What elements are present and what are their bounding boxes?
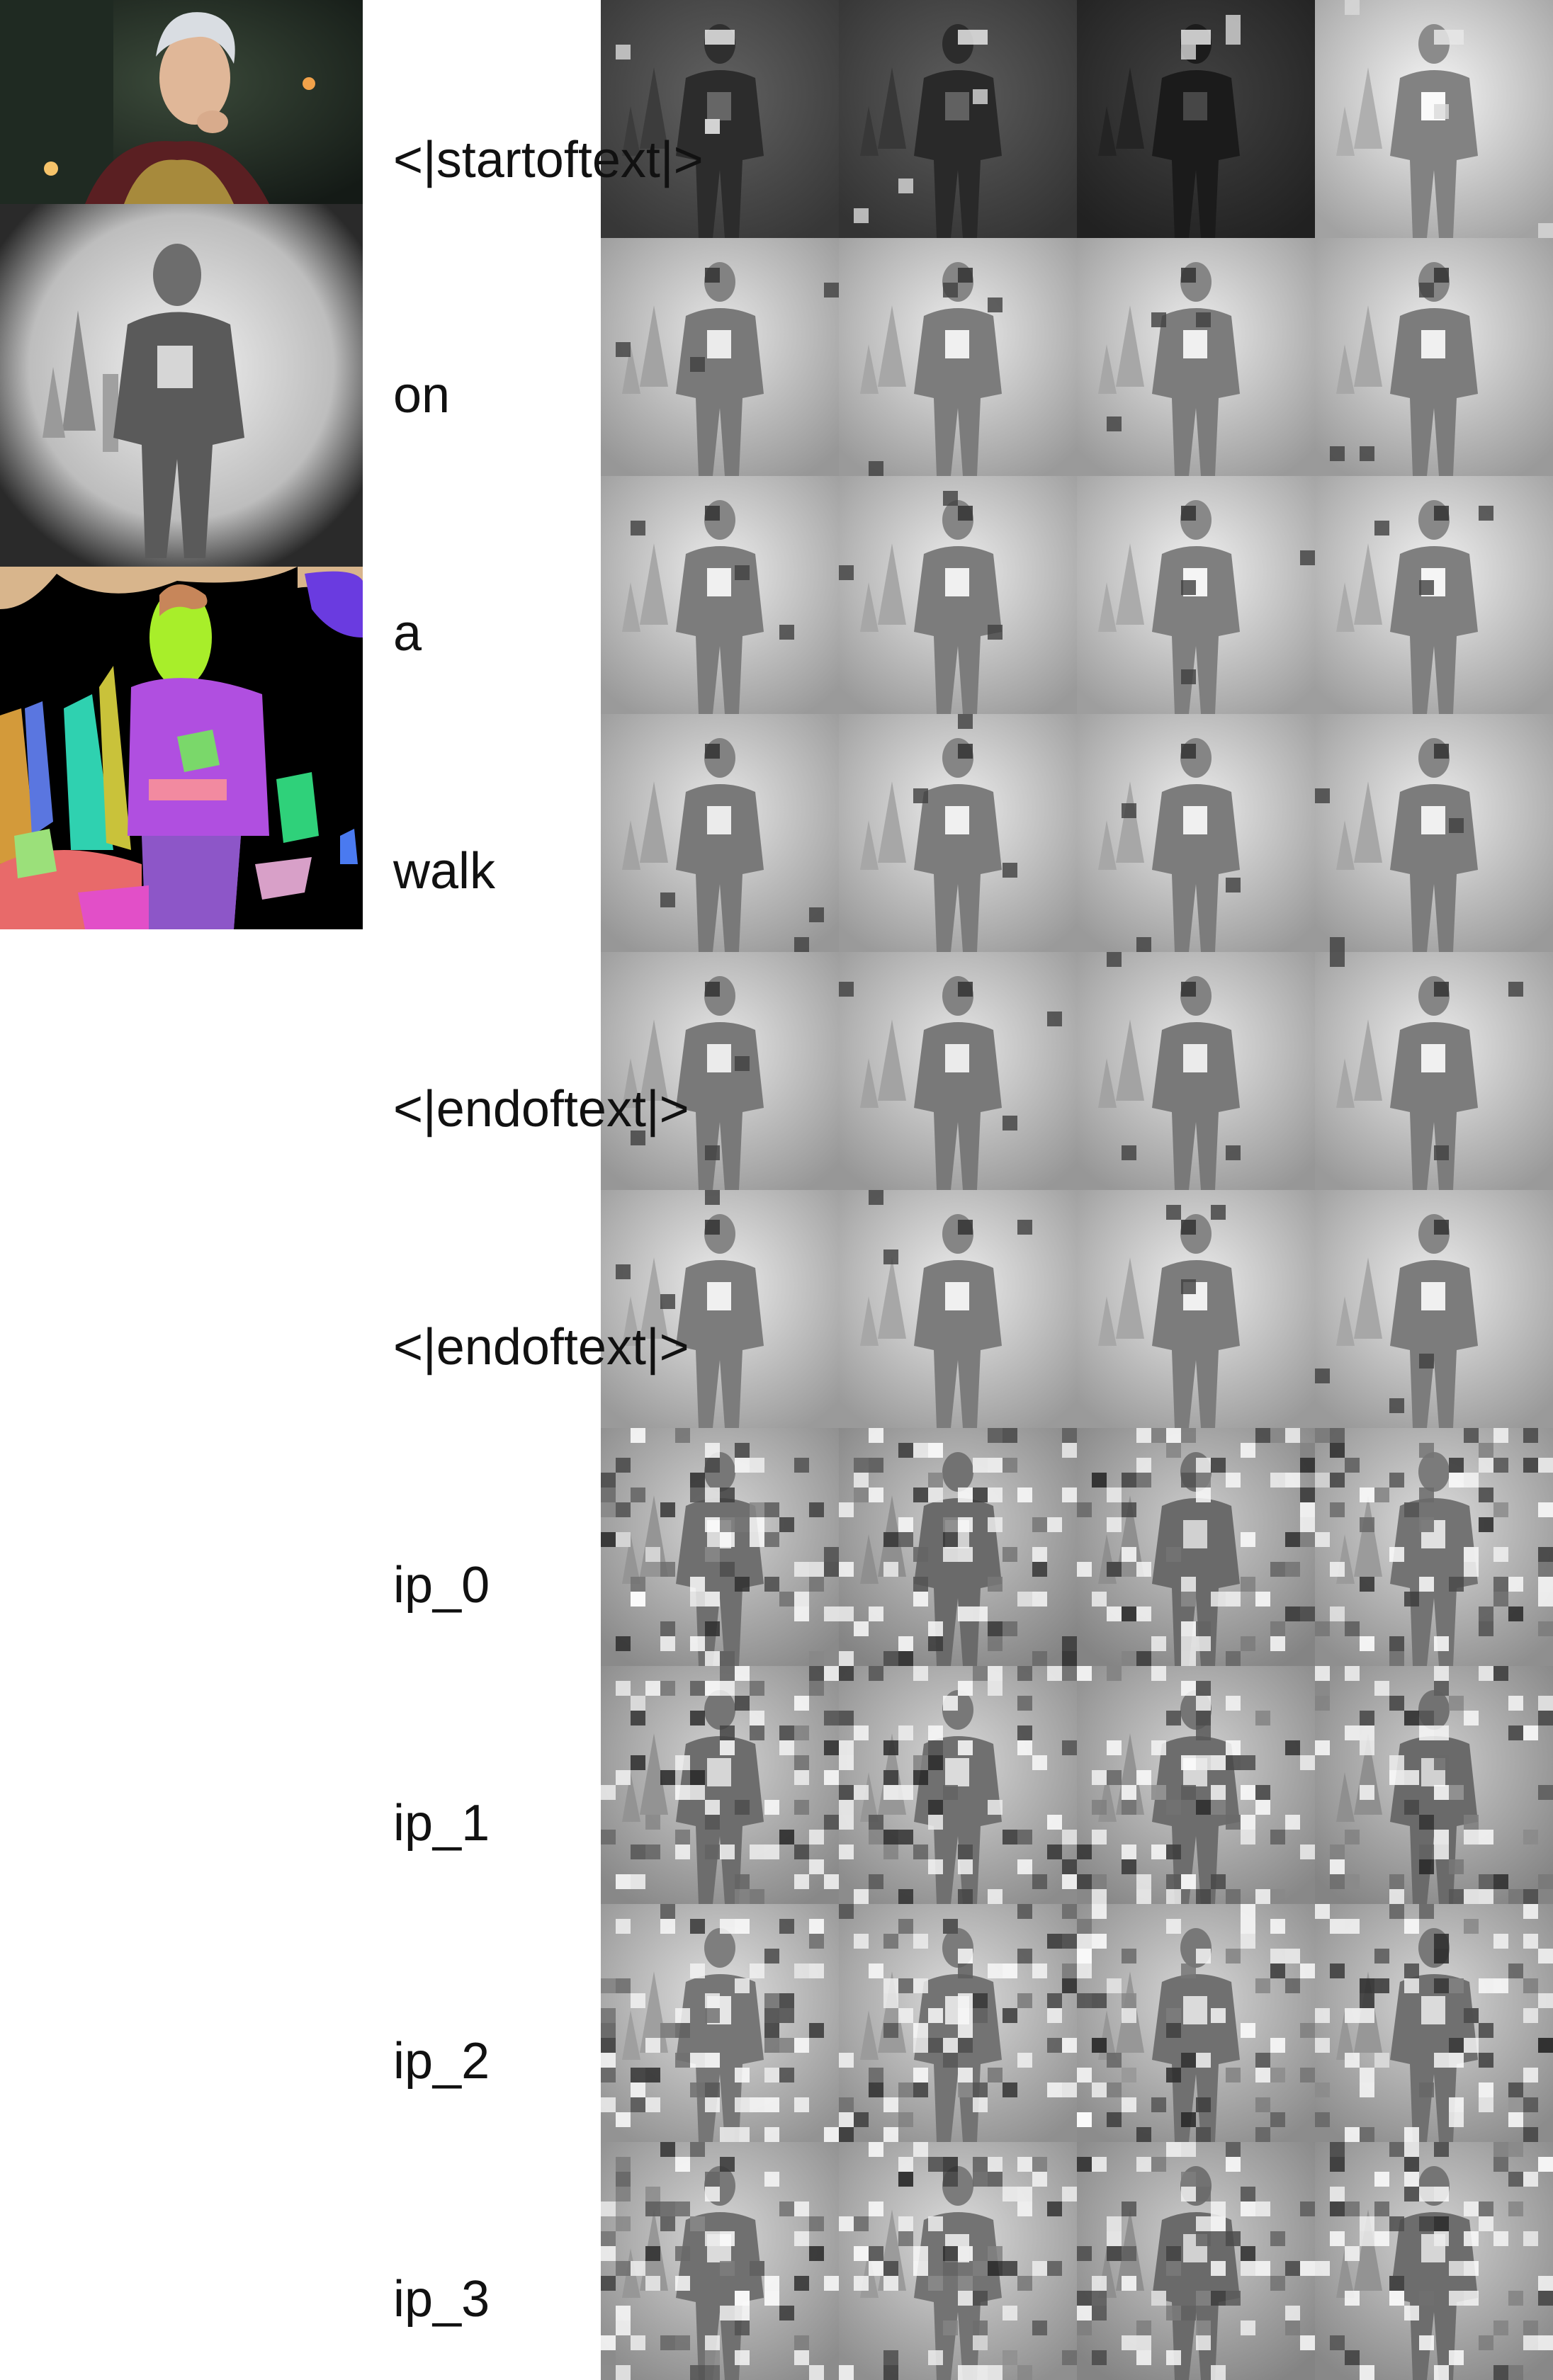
attention-map-cell	[839, 1190, 1077, 1428]
attention-map-cell	[1315, 1904, 1553, 2142]
attention-map-cell	[601, 1666, 839, 1904]
attention-map-graphic	[839, 1666, 1077, 1904]
grayscale-illustration	[0, 204, 363, 567]
portrait-illustration	[0, 0, 363, 204]
attention-map-cell	[839, 1904, 1077, 2142]
token-label: a	[393, 605, 422, 662]
attention-map-graphic	[1315, 1904, 1553, 2142]
attention-map-cell	[1077, 476, 1315, 714]
attention-map-graphic	[601, 238, 839, 476]
attention-map-graphic	[839, 714, 1077, 952]
token-label: ip_2	[393, 2033, 490, 2090]
attention-map-cell	[1315, 1428, 1553, 1666]
attention-map-graphic	[839, 952, 1077, 1190]
token-label: <|startoftext|>	[393, 132, 704, 188]
attention-map-graphic	[839, 1428, 1077, 1666]
attention-map-cell	[839, 1428, 1077, 1666]
attention-map-graphic	[1315, 1666, 1553, 1904]
attention-map-cell	[839, 238, 1077, 476]
attention-map-cell	[601, 1904, 839, 2142]
attention-map-graphic	[839, 476, 1077, 714]
attention-map-cell	[1315, 952, 1553, 1190]
attention-map-cell	[1315, 476, 1553, 714]
attention-map-graphic	[1077, 1904, 1315, 2142]
attention-map-graphic	[1077, 1666, 1315, 1904]
attention-map-graphic	[1315, 1428, 1553, 1666]
attention-map-cell	[601, 952, 839, 1190]
attention-map-graphic	[1077, 0, 1315, 238]
attention-map-cell	[1077, 0, 1315, 238]
token-label: <|endoftext|>	[393, 1081, 689, 1138]
attention-map-cell	[1077, 1190, 1315, 1428]
token-label: on	[393, 367, 451, 424]
attention-map-cell	[601, 0, 839, 238]
attention-map-grid	[601, 0, 1553, 2380]
token-label: ip_0	[393, 1557, 490, 1614]
attention-map-cell	[1315, 0, 1553, 238]
attention-map-cell	[839, 2142, 1077, 2380]
attention-map-graphic	[839, 2142, 1077, 2380]
attention-map-cell	[1077, 238, 1315, 476]
attention-map-graphic	[839, 238, 1077, 476]
attention-map-graphic	[1315, 0, 1553, 238]
attention-map-cell	[1315, 2142, 1553, 2380]
token-label: ip_3	[393, 2271, 490, 2328]
attention-map-cell	[839, 0, 1077, 238]
attention-map-cell	[1315, 238, 1553, 476]
attention-map-graphic	[601, 1190, 839, 1428]
attention-map-graphic	[1077, 714, 1315, 952]
attention-map-graphic	[1077, 476, 1315, 714]
attention-map-graphic	[1315, 476, 1553, 714]
attention-map-graphic	[601, 1428, 839, 1666]
attention-map-cell	[1077, 2142, 1315, 2380]
reference-portrait-image	[0, 0, 363, 204]
attention-map-cell	[1077, 1666, 1315, 1904]
attention-map-graphic	[1315, 952, 1553, 1190]
attention-map-cell	[1315, 1666, 1553, 1904]
attention-map-cell	[601, 238, 839, 476]
attention-map-graphic	[601, 0, 839, 238]
token-label: <|endoftext|>	[393, 1319, 689, 1376]
attention-map-cell	[1077, 1904, 1315, 2142]
attention-map-cell	[601, 714, 839, 952]
attention-map-cell	[601, 2142, 839, 2380]
attention-map-graphic	[839, 1904, 1077, 2142]
attention-map-cell	[601, 476, 839, 714]
attention-map-cell	[1077, 1428, 1315, 1666]
attention-map-graphic	[1077, 1190, 1315, 1428]
attention-map-cell	[839, 714, 1077, 952]
attention-map-cell	[1077, 714, 1315, 952]
attention-map-cell	[601, 1190, 839, 1428]
attention-map-cell	[839, 476, 1077, 714]
attention-map-cell	[839, 952, 1077, 1190]
attention-map-graphic	[601, 714, 839, 952]
attention-map-graphic	[839, 1190, 1077, 1428]
attention-map-graphic	[1315, 2142, 1553, 2380]
attention-map-graphic	[839, 0, 1077, 238]
attention-map-cell	[1077, 952, 1315, 1190]
attention-map-graphic	[601, 1904, 839, 2142]
attention-map-cell	[1315, 1190, 1553, 1428]
segmentation-illustration	[0, 567, 363, 929]
attention-map-graphic	[601, 1666, 839, 1904]
attention-map-graphic	[1315, 714, 1553, 952]
attention-map-graphic	[1077, 238, 1315, 476]
attention-map-graphic	[1077, 1428, 1315, 1666]
token-label: ip_1	[393, 1795, 490, 1852]
token-label: walk	[393, 843, 496, 900]
attention-map-graphic	[601, 2142, 839, 2380]
attention-map-cell	[601, 1428, 839, 1666]
attention-map-cell	[839, 1666, 1077, 1904]
attention-map-graphic	[1077, 2142, 1315, 2380]
attention-map-graphic	[601, 476, 839, 714]
attention-map-graphic	[1315, 1190, 1553, 1428]
reference-grayscale-image	[0, 204, 363, 567]
attention-map-graphic	[1315, 238, 1553, 476]
reference-segmentation-image	[0, 567, 363, 929]
attention-map-graphic	[601, 952, 839, 1190]
attention-map-cell	[1315, 714, 1553, 952]
attention-map-graphic	[1077, 952, 1315, 1190]
